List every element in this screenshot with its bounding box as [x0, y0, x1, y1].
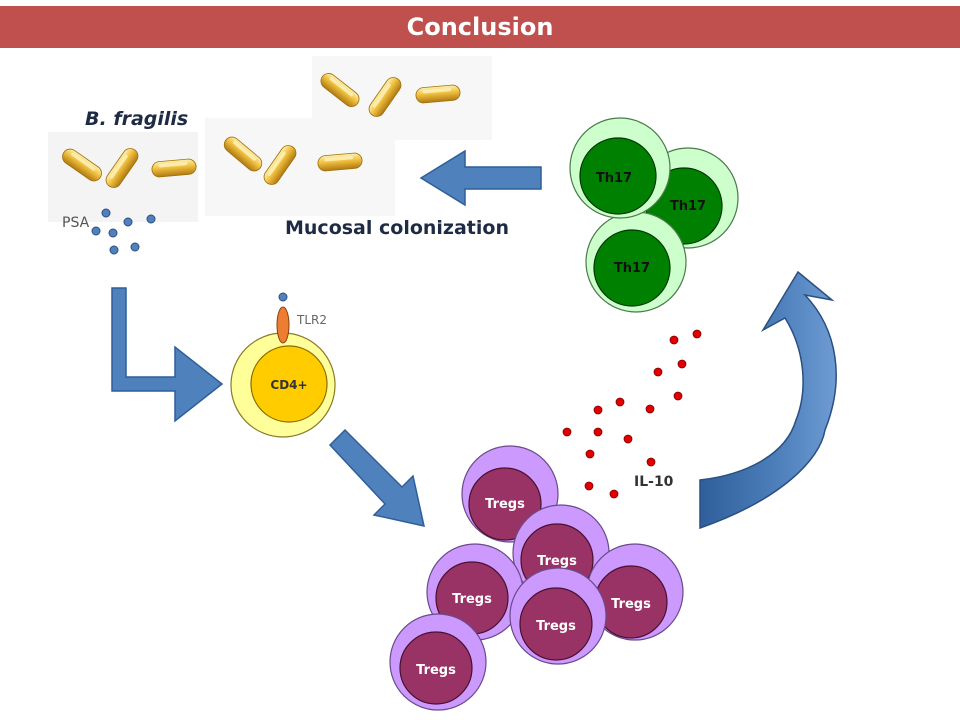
il10-dot [593, 427, 603, 437]
il10-dot [623, 434, 633, 444]
psa-to-cd4-arrow [111, 287, 224, 423]
il10-dot [677, 359, 687, 369]
th17-nucleus [579, 137, 657, 215]
cd4-label: CD4+ [270, 378, 307, 392]
psa-dots [91, 208, 156, 255]
cd4-nucleus [250, 345, 328, 423]
il10-dot [585, 449, 595, 459]
psa-dot [91, 226, 101, 236]
treg-label: Tregs [485, 497, 525, 512]
th17-cell: Th17 [569, 117, 671, 219]
treg-cell: Tregs [586, 543, 684, 641]
treg-nucleus [399, 631, 473, 705]
title-bar: Conclusion [0, 6, 960, 48]
treg-label: Tregs [537, 554, 577, 569]
th17-nucleus [593, 229, 671, 307]
treg-cell: Tregs [389, 613, 487, 711]
treg-label: Tregs [416, 663, 456, 678]
il10-dot [673, 391, 683, 401]
psa-dot [130, 242, 140, 252]
psa-label: PSA [62, 215, 90, 231]
tlr2-receptor [276, 306, 290, 344]
il10-label: IL-10 [634, 474, 674, 490]
il10-dot [615, 397, 625, 407]
il10-dot [593, 405, 603, 415]
il10-dot [646, 457, 656, 467]
treg-label: Tregs [611, 597, 651, 612]
bacteria-label: B. fragilis [85, 108, 188, 130]
th17-label: Th17 [614, 261, 650, 276]
il10-dot [653, 367, 663, 377]
il10-dot [584, 481, 594, 491]
page-title: Conclusion [406, 13, 554, 41]
cd4-cell: CD4+ [230, 292, 336, 438]
il10-dot [645, 404, 655, 414]
il10-dot [562, 427, 572, 437]
treg-nucleus [468, 467, 542, 541]
il10-dot [609, 489, 619, 499]
il10-dot [692, 329, 702, 339]
psa-dot [146, 214, 156, 224]
treg-label: Tregs [536, 619, 576, 634]
colonization-arrow [419, 149, 542, 207]
psa-dot [108, 228, 118, 238]
th17-label: Th17 [670, 199, 706, 214]
th17-cell: Th17 [585, 211, 687, 313]
tregs-to-th17-arrow [699, 270, 837, 530]
colonization-label: Mucosal colonization [285, 217, 509, 239]
treg-cell: Tregs [509, 567, 607, 665]
psa-dot [123, 217, 133, 227]
psa-dot [101, 208, 111, 218]
cd4-to-tregs-arrow [328, 428, 425, 527]
treg-nucleus [519, 587, 593, 661]
il10-dot [669, 335, 679, 345]
th17-label: Th17 [596, 171, 632, 186]
psa-dot [109, 245, 119, 255]
il10-dots [562, 329, 702, 499]
tlr2-label: TLR2 [296, 313, 327, 327]
psa-bound-dot [278, 292, 288, 302]
treg-label: Tregs [452, 592, 492, 607]
